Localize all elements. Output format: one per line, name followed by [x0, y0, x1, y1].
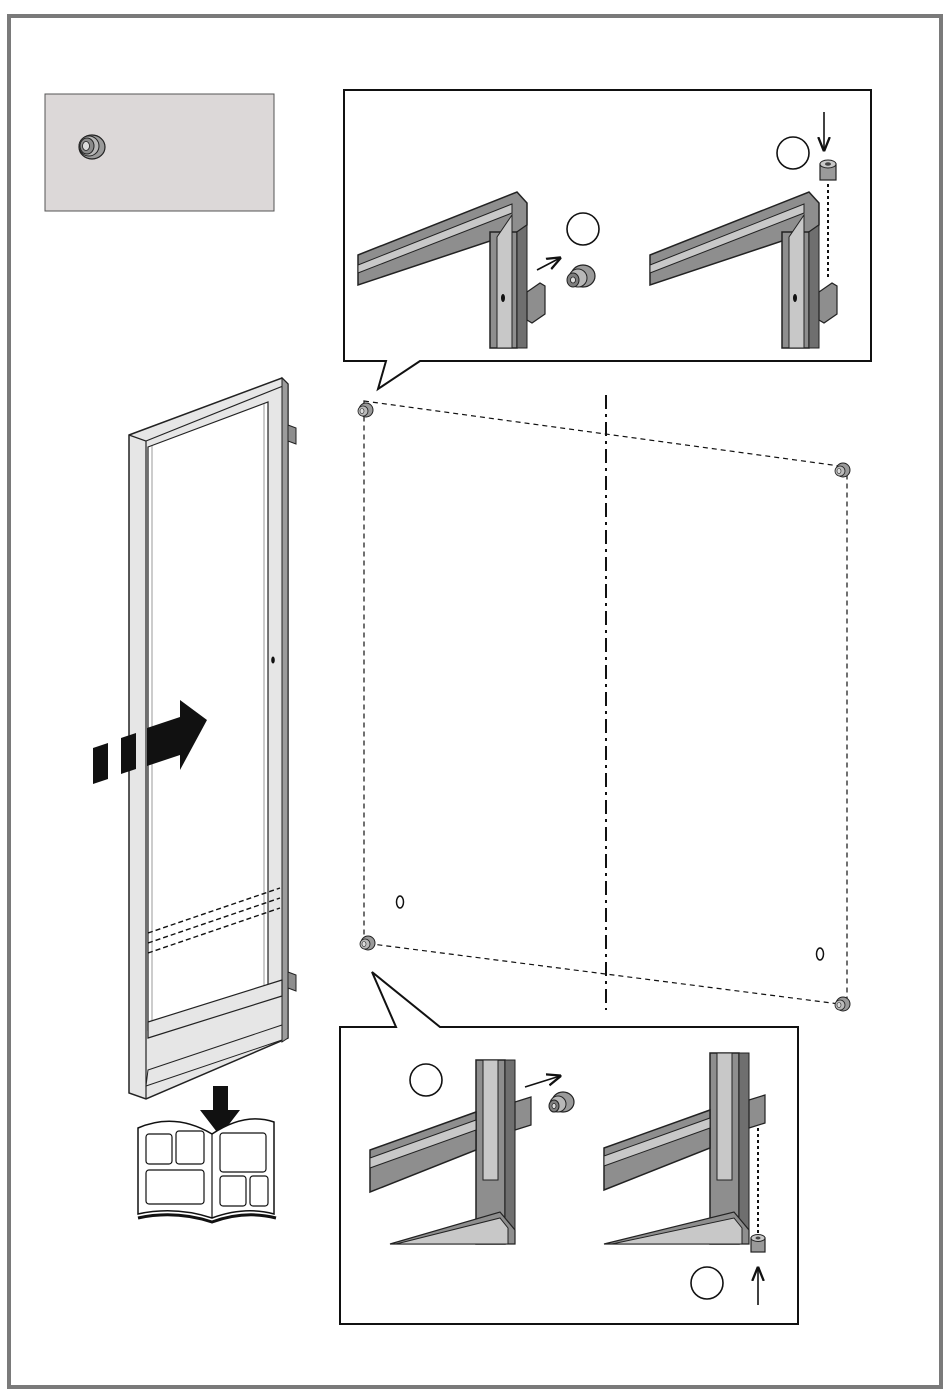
threaded-insert-icon — [820, 160, 836, 180]
circle-marker — [567, 213, 599, 245]
threaded-insert-icon — [751, 1235, 765, 1253]
circle-marker — [410, 1064, 442, 1096]
circle-marker — [777, 137, 809, 169]
top-detail-panel — [344, 90, 871, 389]
circle-marker — [691, 1267, 723, 1299]
parts-box — [45, 94, 274, 211]
threaded-insert-icon — [79, 135, 105, 159]
